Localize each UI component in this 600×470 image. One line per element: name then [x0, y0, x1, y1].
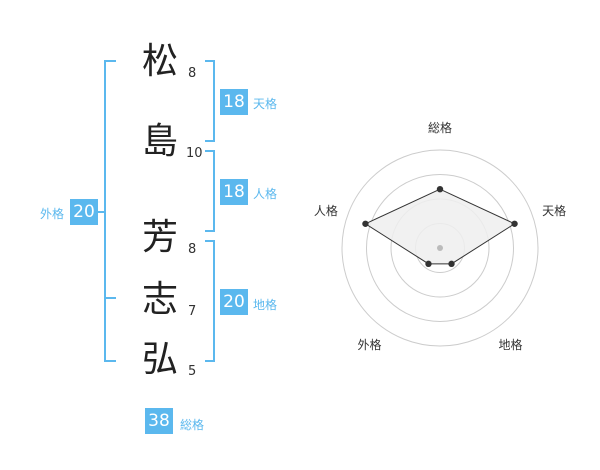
gaikaku-connector: [98, 211, 106, 213]
jinkaku-value-badge: 18: [220, 179, 248, 205]
radar-axis-label-1: 総格: [428, 120, 452, 135]
radar-axis-label-5: 人格: [314, 203, 338, 218]
gaikaku-label: 外格: [40, 207, 65, 221]
radar-ring-4: [341, 149, 539, 347]
radar-axis-label-4: 外格: [357, 337, 381, 352]
soukaku-value-badge: 38: [145, 408, 173, 434]
radar-axis-label-2: 天格: [542, 203, 566, 218]
gaikaku-bracket-mid-tick: [104, 297, 116, 299]
radar-point-2: [511, 220, 518, 227]
jinkaku-bracket: [205, 150, 215, 232]
tenkaku-label: 天格: [253, 97, 278, 111]
stroke-count-2: 10: [186, 146, 203, 161]
chikaku-label: 地格: [253, 298, 278, 312]
radar-point-5: [362, 220, 369, 227]
radar-axis-label-3: 地格: [499, 337, 523, 352]
name-char-3: 芳: [142, 217, 179, 258]
radar-value-polygon: [364, 188, 516, 265]
stroke-count-3: 8: [188, 242, 197, 257]
soukaku-label: 総格: [180, 418, 205, 432]
stroke-count-5: 5: [188, 364, 197, 379]
chikaku-value-badge: 20: [220, 289, 248, 315]
tenkaku-bracket: [205, 60, 215, 142]
tenkaku-value-badge: 18: [220, 89, 248, 115]
name-char-4: 志: [142, 279, 179, 320]
radar-point-3: [448, 260, 455, 268]
jinkaku-label: 人格: [253, 187, 278, 201]
gaikaku-value-badge: 20: [70, 199, 98, 225]
radar-center-dot: [437, 245, 443, 251]
chikaku-bracket: [205, 240, 215, 362]
radar-ring-3: [366, 174, 514, 322]
stroke-count-1: 8: [188, 66, 197, 81]
name-char-1: 松: [142, 41, 179, 82]
radar-point-1: [436, 186, 444, 193]
radar-point-4: [425, 260, 432, 268]
stroke-count-4: 7: [188, 304, 197, 319]
name-char-5: 弘: [142, 339, 179, 380]
name-char-2: 島: [142, 121, 179, 162]
